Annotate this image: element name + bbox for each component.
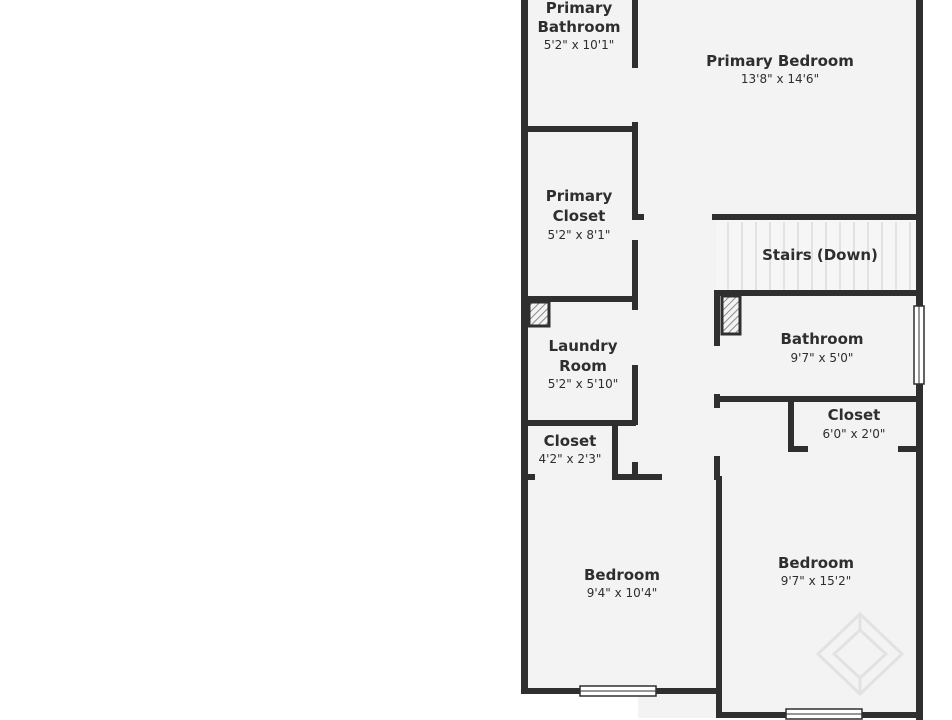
bedroom-right-dims: 9'7" x 15'2" [781,574,852,588]
primary-bedroom-dims: 13'8" x 14'6" [741,72,819,86]
primary-closet-name-2: Closet [553,207,606,225]
bedroom-right-name: Bedroom [778,554,854,572]
primary-bedroom-name: Primary Bedroom [706,52,854,70]
bathroom-name: Bathroom [780,330,863,348]
floor-right-block [638,0,920,718]
room-labels: Primary Bathroom 5'2" x 10'1" Primary Be… [537,0,885,600]
primary-bathroom-name-2: Bathroom [537,18,620,36]
closet-left-dims: 4'2" x 2'3" [539,452,602,466]
hatched-shaft-left [527,300,551,328]
primary-bathroom-dims: 5'2" x 10'1" [544,38,615,52]
closet-left-name: Closet [544,432,597,450]
bathroom-dims: 9'7" x 5'0" [791,351,854,365]
primary-closet-name-1: Primary [546,187,613,205]
laundry-room-name-1: Laundry [549,337,618,355]
stairs-label: Stairs (Down) [762,246,878,264]
hatched-shaft-right [720,294,742,336]
diamond-logo-icon [815,611,905,697]
floor-area [525,0,920,718]
windows [579,305,925,720]
laundry-room-name-2: Room [559,357,607,375]
stairs-treads [716,220,916,292]
bedroom-left-dims: 9'4" x 10'4" [587,586,658,600]
primary-closet-dims: 5'2" x 8'1" [548,228,611,242]
bedroom-left-name: Bedroom [584,566,660,584]
primary-bathroom-name-1: Primary [546,0,613,17]
laundry-room-dims: 5'2" x 5'10" [548,377,619,391]
closet-right-name: Closet [828,406,881,424]
closet-right-dims: 6'0" x 2'0" [823,427,886,441]
